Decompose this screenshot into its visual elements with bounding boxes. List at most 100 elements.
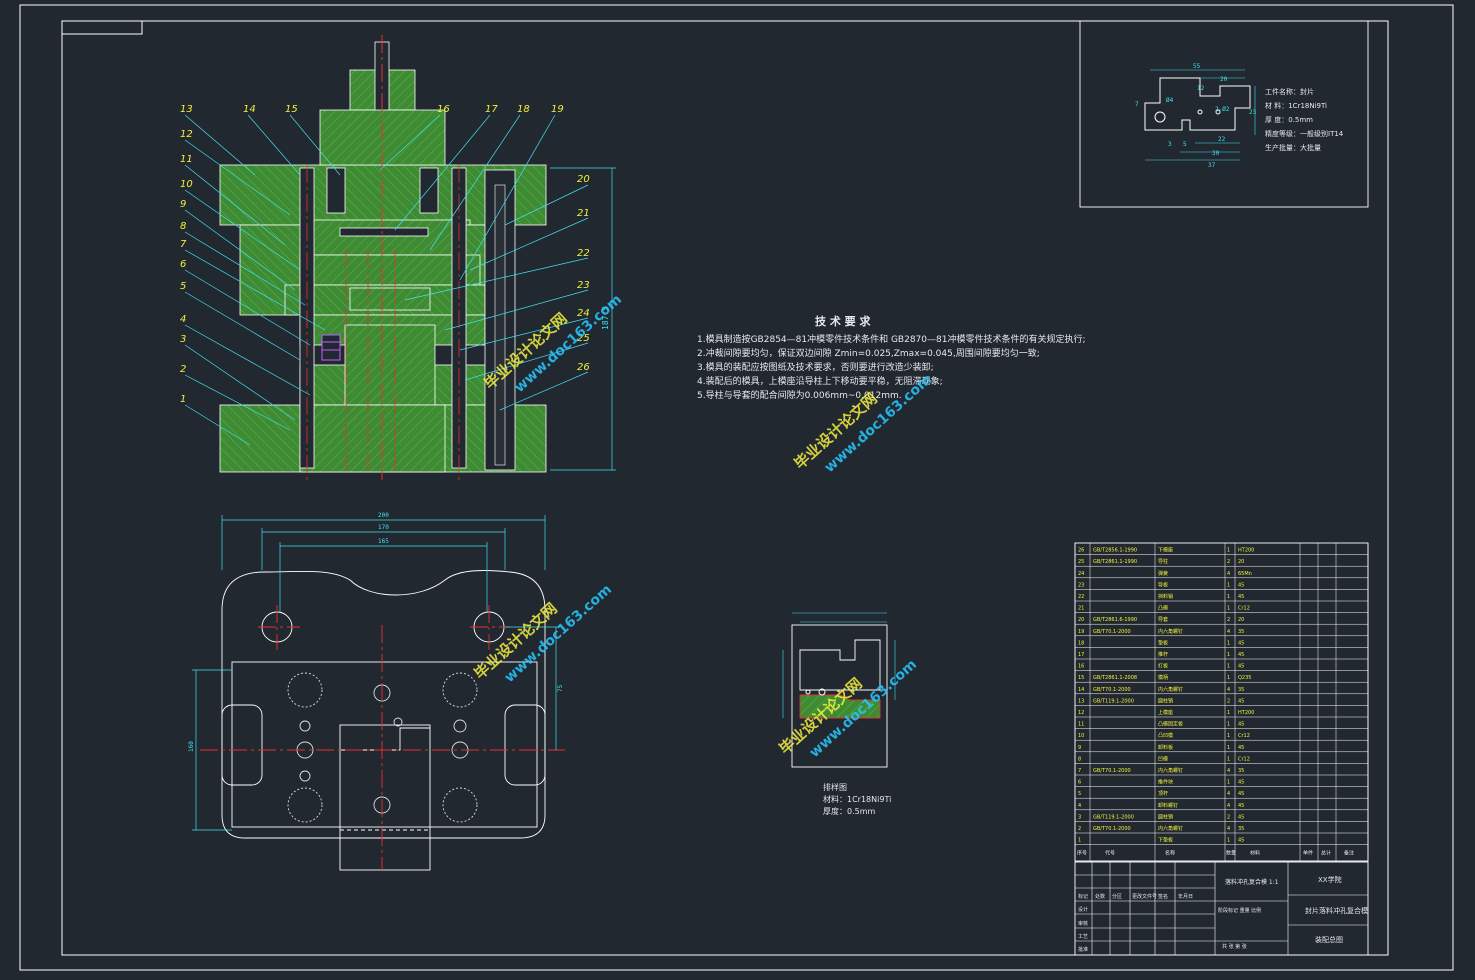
bom-cell-mat: Cr12 (1238, 756, 1250, 762)
title-role-process: 工艺 (1078, 934, 1088, 940)
bom-cell-name: 内六角螺钉 (1158, 628, 1183, 635)
bom-cell-qty: 4 (1227, 768, 1230, 774)
bom-cell-mat: 45 (1238, 594, 1244, 600)
bom-cell-no: 24 (1078, 571, 1084, 577)
bom-cell-no: 21 (1078, 606, 1084, 612)
callout-3: 3 (180, 334, 186, 345)
callout-22: 22 (577, 248, 590, 259)
tech-line-4: 4.装配后的模具，上模座沿导柱上下移动要平稳，无阻滞现象; (697, 375, 943, 387)
bom-cell-no: 5 (1078, 791, 1081, 797)
bom-cell-mat: 45 (1238, 803, 1244, 809)
bom-cell-name: 凸模 (1158, 605, 1168, 612)
part-dim-22: 22 (1218, 136, 1226, 143)
bom-cell-name: 内六角螺钉 (1158, 767, 1183, 774)
callout-8: 8 (180, 221, 186, 232)
bom-cell-name: 内六角螺钉 (1158, 686, 1183, 693)
bom-cell-mat: 45 (1238, 640, 1244, 646)
title-block: 落料冲孔复合模 1:1 XX学院 封片落料冲孔复合模 装配总图 标记 处数 分区… (1074, 861, 1369, 956)
bom-cell-no: 15 (1078, 675, 1084, 681)
callout-4: 4 (180, 314, 186, 325)
bom-cell-mat: Q235 (1238, 675, 1251, 681)
inner-border (61, 20, 1389, 956)
bom-cell-std: GB/T119.1-2000 (1093, 698, 1134, 704)
bom-cell-mat: 35 (1238, 826, 1244, 832)
bom-cell-qty: 1 (1227, 582, 1230, 588)
bom-cell-no: 14 (1078, 687, 1084, 693)
title-stamp: 落料冲孔复合模 1:1 (1225, 878, 1279, 886)
callout-12: 12 (180, 129, 193, 140)
strip-info-2: 材料：1Cr18Ni9Ti (823, 794, 891, 804)
part-dim-37: 37 (1208, 162, 1216, 169)
tech-line-5: 5.导柱与导套的配合间隙为0.006mm~0.012mm. (697, 389, 902, 401)
bom-cell-qty: 1 (1227, 733, 1230, 739)
bom-cell-name: 导板 (1158, 581, 1168, 588)
part-drawing: 55 20 12 2-Ø2 23 7 Ø4 3 5 22 30 37 工件名称：… (1079, 20, 1369, 208)
title-school: XX学院 (1318, 875, 1342, 884)
bom-cell-qty: 2 (1227, 617, 1230, 623)
part-info-3: 厚 度：0.5mm (1265, 115, 1313, 124)
plan-dim-200: 200 (378, 512, 389, 519)
bom-header-cell: 数量 (1226, 850, 1236, 857)
bom-cell-mat: 65Mn (1238, 571, 1252, 577)
bom-cell-std: GB/T70.1-2000 (1093, 768, 1131, 774)
tech-line-1: 1.模具制造按GB2854—81冲模零件技术条件和 GB2870—81冲模零件技… (697, 333, 1086, 345)
bom-cell-qty: 4 (1227, 826, 1230, 832)
part-info-5: 生产批量：大批量 (1265, 143, 1321, 152)
bom-cell-mat: Cr12 (1238, 733, 1250, 739)
bom-cell-no: 17 (1078, 652, 1084, 658)
corner-box (61, 20, 143, 35)
bom-cell-qty: 1 (1227, 780, 1230, 786)
bom-cell-qty: 1 (1227, 606, 1230, 612)
plan-dim-170: 170 (378, 524, 389, 531)
bom-header-cell: 总计 (1321, 850, 1331, 857)
callout-26: 26 (577, 362, 590, 373)
callout-15: 15 (285, 104, 298, 115)
bom-cell-qty: 1 (1227, 710, 1230, 716)
bom-cell-mat: 20 (1238, 617, 1244, 623)
bom-cell-no: 6 (1078, 780, 1081, 786)
bom-cell-qty: 1 (1227, 756, 1230, 762)
bom-cell-qty: 1 (1227, 745, 1230, 751)
tech-requirements: 技 术 要 求 1.模具制造按GB2854—81冲模零件技术条件和 GB2870… (697, 314, 1086, 401)
part-dim-2x2: 2-Ø2 (1215, 106, 1230, 113)
callout-17: 17 (485, 104, 498, 115)
outer-border (19, 4, 1454, 971)
part-info-1: 工件名称：封片 (1265, 87, 1314, 96)
callout-13: 13 (180, 104, 193, 115)
title-role-review: 审核 (1078, 920, 1088, 927)
bom-cell-name: 打板 (1158, 663, 1168, 670)
plan-dim-75: 75 (557, 684, 564, 692)
bom-cell-mat: HT200 (1238, 710, 1254, 716)
bom-cell-name: 顶杆 (1158, 790, 1168, 797)
bom-cell-name: 下垫板 (1158, 837, 1173, 844)
bom-cell-mat: 45 (1238, 722, 1244, 728)
bom-cell-name: 导套 (1158, 616, 1168, 623)
title-row-change: 更改文件号 (1132, 893, 1157, 900)
bom-header-cell: 备注 (1344, 850, 1354, 857)
callout-1: 1 (180, 394, 186, 405)
title-stage: 阶段标记 重量 比例 (1218, 907, 1261, 914)
tech-line-3: 3.模具的装配应按图纸及技术要求，否则要进行改造少装卸; (697, 361, 934, 373)
bom-cell-mat: 45 (1238, 838, 1244, 844)
bom-cell-name: 下模座 (1158, 547, 1173, 554)
callout-14: 14 (243, 104, 256, 115)
bom-cell-name: 卸料板 (1158, 744, 1173, 751)
bom-cell-name: 圆柱销 (1158, 813, 1173, 820)
bom-cell-std: GB/T119.1-2000 (1093, 814, 1134, 820)
bom-cell-no: 2 (1078, 826, 1081, 832)
part-dim-4: Ø4 (1166, 97, 1174, 104)
bom-cell-no: 23 (1078, 582, 1084, 588)
bom-cell-name: 导柱 (1158, 558, 1168, 565)
callout-23: 23 (577, 280, 590, 291)
callout-10: 10 (180, 179, 193, 190)
